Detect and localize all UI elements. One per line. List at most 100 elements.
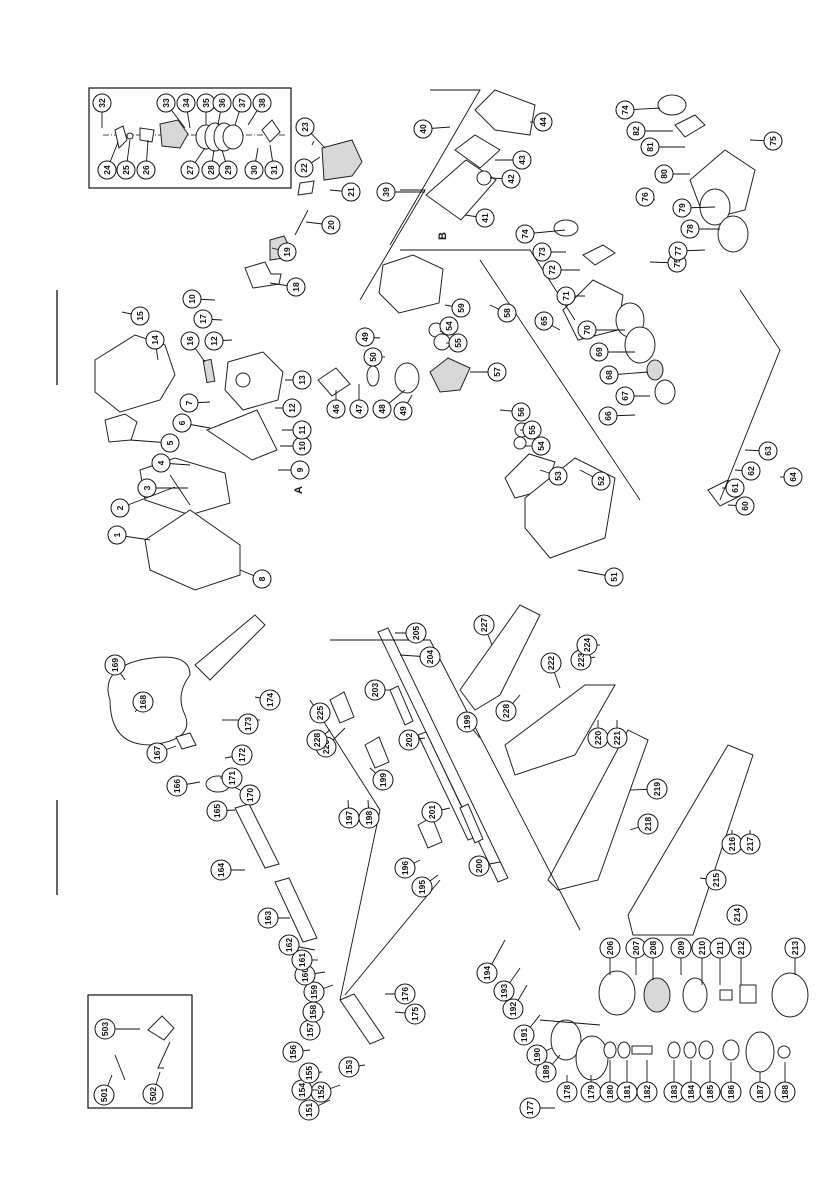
callout-number: 12 xyxy=(209,336,219,346)
callout-number: 22 xyxy=(299,163,309,173)
callout-circle xyxy=(221,767,243,789)
callout-number: 157 xyxy=(305,1023,315,1037)
callout-circle xyxy=(298,1062,320,1084)
callout-206: 206 xyxy=(599,937,621,975)
callout-49a: 49 xyxy=(355,327,381,347)
callout-number: 153 xyxy=(344,1060,354,1074)
callout-circle xyxy=(451,298,471,318)
callout-8: 8 xyxy=(239,569,272,589)
callout-number: 63 xyxy=(763,446,773,456)
callout-number: 54 xyxy=(444,321,454,331)
callout-number: 27 xyxy=(185,165,195,175)
callout-200: 200 xyxy=(468,855,501,877)
callout-number: 193 xyxy=(499,984,509,998)
callout-circle xyxy=(259,689,281,711)
callout-number: 221 xyxy=(612,731,622,745)
callout-number: 74 xyxy=(520,229,530,239)
callout-number: 24 xyxy=(102,165,112,175)
callout-number: 11 xyxy=(297,425,307,434)
callout-157: 157 xyxy=(299,1019,321,1041)
callout-circle xyxy=(502,998,524,1020)
callout-21: 21 xyxy=(329,182,361,202)
callout-number: 12 xyxy=(287,403,297,413)
callout-number: 186 xyxy=(726,1085,736,1099)
callout-number: 227 xyxy=(479,618,489,632)
callout-57: 57 xyxy=(470,362,507,382)
callout-number: 39 xyxy=(381,187,391,197)
callout-159: 159 xyxy=(303,981,334,1003)
callout-number: 61 xyxy=(730,483,740,493)
callout-17: 17 xyxy=(193,309,223,329)
callout-number: 208 xyxy=(648,941,658,955)
callout-number: 175 xyxy=(410,1007,420,1021)
callout-circle xyxy=(232,93,252,113)
callout-number: 182 xyxy=(642,1085,652,1099)
callout-39: 39 xyxy=(376,182,425,202)
callout-6: 6 xyxy=(172,413,211,433)
callout-circle xyxy=(404,1003,426,1025)
callout-20: 20 xyxy=(305,215,341,235)
callout-191: 191 xyxy=(513,1014,541,1046)
callout-circle xyxy=(670,937,692,959)
callout-circle xyxy=(295,117,315,137)
callout-number: 228 xyxy=(501,704,511,718)
callout-number: 211 xyxy=(715,941,725,955)
callout-circle xyxy=(303,981,325,1003)
callout-circle xyxy=(355,327,375,347)
callout-circle xyxy=(668,241,688,261)
callout-number: 169 xyxy=(110,658,120,672)
callout-202: 202 xyxy=(398,729,426,751)
callout-circle xyxy=(456,711,478,733)
callout-51: 51 xyxy=(577,567,624,587)
callout-201: 201 xyxy=(421,801,451,823)
callout-circle xyxy=(286,277,306,297)
callout-number: 23 xyxy=(300,122,310,132)
callout-number: 60 xyxy=(740,501,750,511)
callout-circle xyxy=(540,652,562,674)
callout-circle xyxy=(294,158,314,178)
carburetor-detail-frame xyxy=(88,87,292,189)
callout-50: 50 xyxy=(363,347,385,367)
callout-12a: 12 xyxy=(204,331,233,351)
callout-number: 164 xyxy=(216,863,226,877)
callout-184: 184 xyxy=(680,1060,702,1103)
callout-circle xyxy=(172,413,192,433)
callout-circle xyxy=(589,342,609,362)
callout-circle xyxy=(257,907,279,929)
callout-number: 205 xyxy=(411,626,421,640)
callout-501: 501 xyxy=(93,1074,115,1106)
callout-circle xyxy=(476,962,498,984)
callout-number: 43 xyxy=(517,155,527,165)
callout-503: 503 xyxy=(94,1018,140,1040)
callout-number: 7 xyxy=(184,400,194,405)
callout-number: 13 xyxy=(297,375,307,385)
callout-circle xyxy=(237,713,259,735)
callout-circle xyxy=(534,311,554,331)
callout-circle xyxy=(405,622,427,644)
callout-26: 26 xyxy=(136,139,156,180)
callout-number: 196 xyxy=(400,861,410,875)
callout-166: 166 xyxy=(166,775,201,797)
callout-circle xyxy=(774,1081,796,1103)
callout-circle xyxy=(411,876,433,898)
callout-number: 70 xyxy=(582,325,592,335)
callout-number: 54 xyxy=(536,441,546,451)
callout-197: 197 xyxy=(338,799,360,829)
callout-circle xyxy=(598,406,618,426)
callout-circle xyxy=(137,478,157,498)
callout-number: 36 xyxy=(217,98,227,108)
callout-circle xyxy=(231,744,253,766)
callout-number: 55 xyxy=(453,338,463,348)
callout-circle xyxy=(212,93,232,113)
callout-number: 219 xyxy=(652,782,662,796)
callout-number: 228 xyxy=(312,733,322,747)
callout-221: 221 xyxy=(606,720,628,749)
callout-number: 156 xyxy=(288,1045,298,1059)
callout-168: 168 xyxy=(132,691,154,713)
callout-198: 198 xyxy=(358,799,380,829)
callout-number: 165 xyxy=(212,804,222,818)
callout-24: 24 xyxy=(97,141,119,180)
callout-number: 212 xyxy=(736,941,746,955)
callout-183: 183 xyxy=(663,1060,685,1103)
